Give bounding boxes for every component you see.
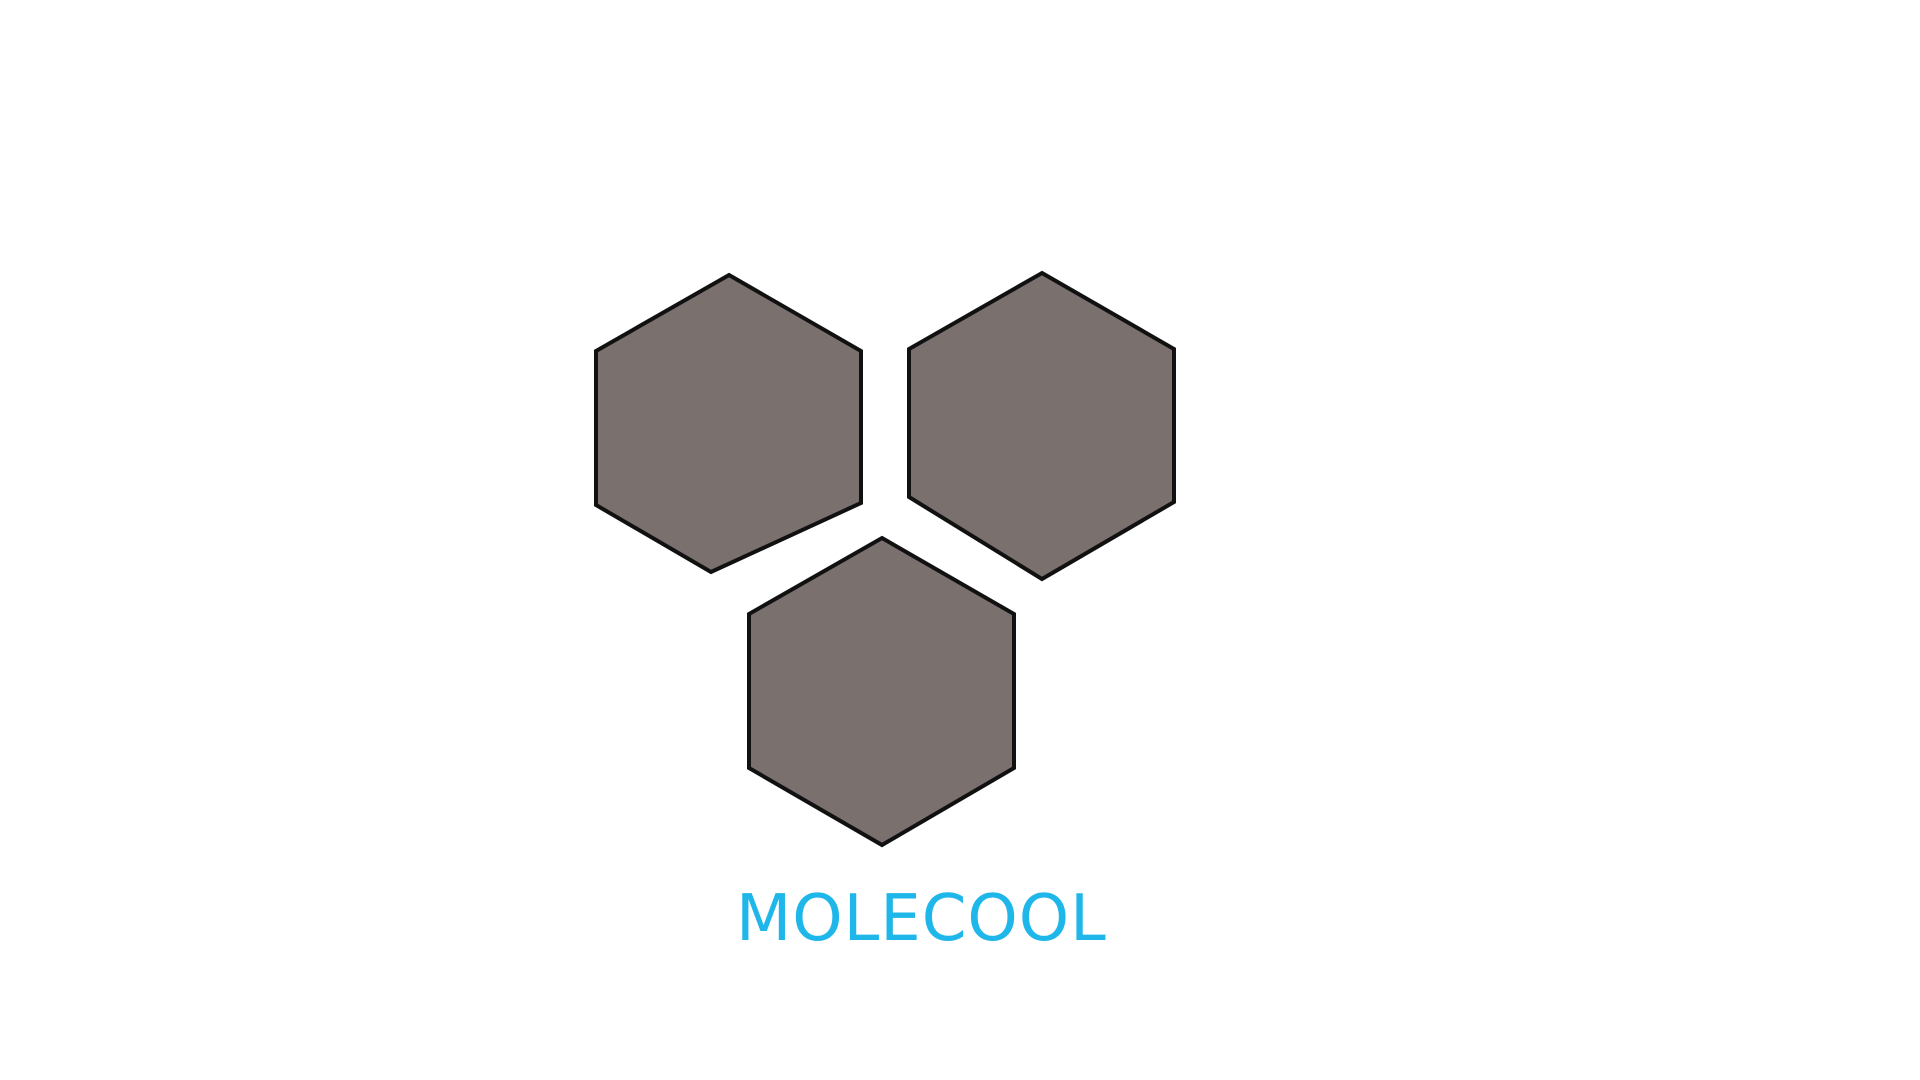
hexagon-bottom <box>747 535 1016 848</box>
brand-name: MOLECOOL <box>736 882 1107 956</box>
hexagon-top-left <box>594 272 863 575</box>
hexagon-top-right <box>907 270 1176 582</box>
